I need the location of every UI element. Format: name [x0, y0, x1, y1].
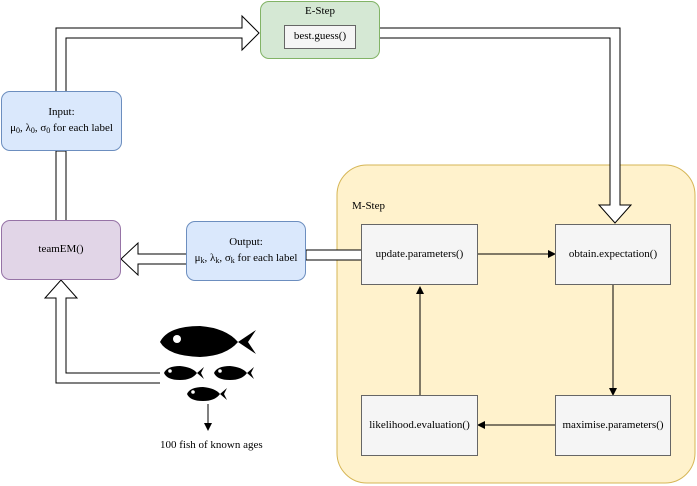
likelihood-evaluation-label: likelihood.evaluation()	[369, 418, 470, 431]
output-subscript: k	[215, 256, 220, 265]
output-heading: Output:	[229, 236, 263, 249]
best-guess-label: best.guess()	[293, 30, 347, 43]
input-subscript: 0	[16, 126, 20, 135]
output-param-sigma: σ	[224, 252, 231, 264]
small-fish-icon	[187, 387, 227, 401]
output-suffix: for each label	[234, 252, 298, 264]
maximise-parameters-label: maximise.parameters()	[562, 418, 664, 431]
output-subscript: k	[230, 256, 235, 265]
output-to-teamem-arrow	[120, 241, 187, 277]
output-param-mu: μ	[194, 252, 201, 264]
output-param-lambda: λ	[210, 252, 216, 264]
input-param-mu: μ	[10, 122, 16, 134]
mstep-title: M-Step	[352, 200, 385, 212]
input-subscript: 0	[46, 126, 51, 135]
teamem-to-input-arrow	[55, 150, 67, 220]
small-fish-icon	[214, 366, 254, 380]
likelihood-evaluation-box: likelihood.evaluation()	[361, 395, 478, 456]
input-params: μ0, λ0, σ0 for each label	[10, 122, 113, 135]
best-guess-box: best.guess()	[284, 25, 356, 49]
obtain-expectation-box: obtain.expectation()	[555, 224, 671, 285]
fish-caption: 100 fish of known ages	[160, 439, 263, 451]
input-heading: Input:	[48, 106, 75, 119]
small-fish-icon	[164, 366, 204, 380]
obtain-expectation-label: obtain.expectation()	[568, 247, 658, 260]
large-fish-icon	[160, 326, 256, 357]
input-suffix: for each label	[50, 122, 113, 134]
input-param-lambda: λ	[25, 122, 31, 134]
input-subscript: 0	[30, 126, 35, 135]
update-parameters-label: update.parameters()	[375, 247, 464, 260]
estep-title: E-Step	[305, 5, 335, 17]
teamem-box: teamEM()	[1, 220, 121, 280]
update-parameters-box: update.parameters()	[361, 224, 478, 285]
output-subscript: k	[200, 256, 205, 265]
output-params: μk, λk, σk for each label	[194, 252, 298, 265]
estep-box: E-Step	[260, 1, 380, 59]
update-to-output-arrow	[305, 249, 361, 261]
output-box: Output: μk, λk, σk for each label	[186, 221, 306, 281]
estep-to-mstep-arrow	[380, 27, 633, 224]
maximise-parameters-box: maximise.parameters()	[555, 395, 671, 456]
teamem-label: teamEM()	[38, 243, 84, 256]
fish-to-teamem-arrow	[43, 279, 160, 384]
input-box: Input: μ0, λ0, σ0 for each label	[1, 91, 122, 151]
input-param-sigma: σ	[40, 122, 47, 134]
input-to-estep-arrow	[55, 14, 260, 92]
